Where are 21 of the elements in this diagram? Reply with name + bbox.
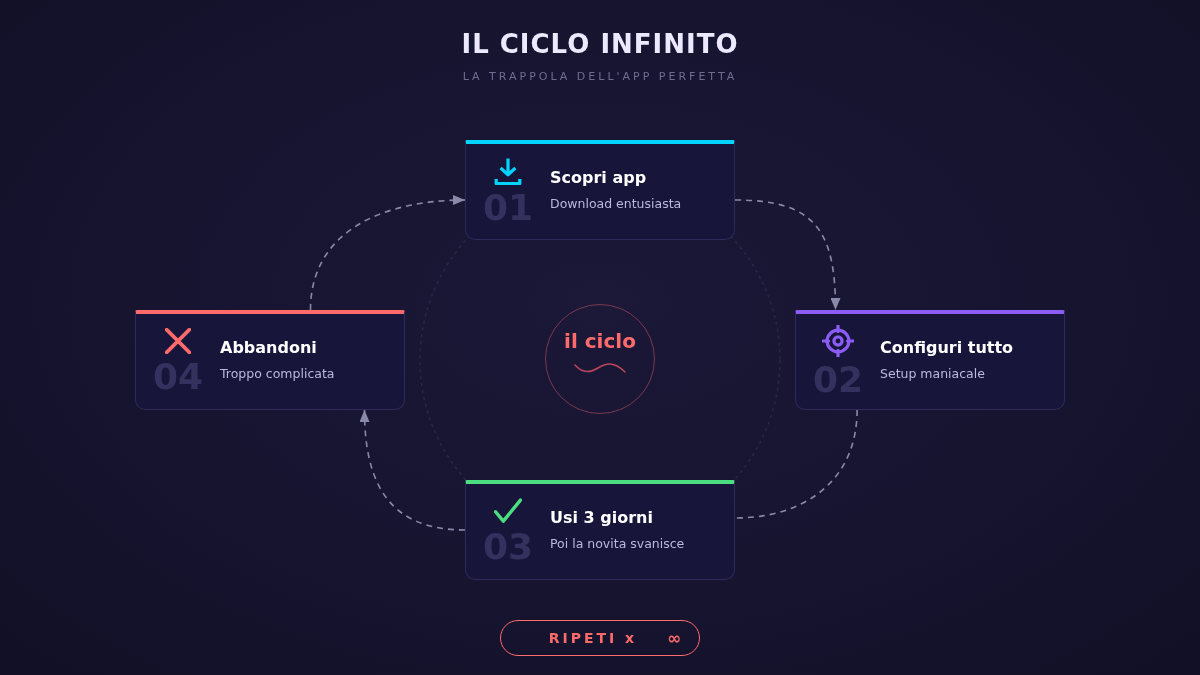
step-description: Download entusiasta — [550, 196, 682, 212]
infinity-sign: ∞ — [667, 628, 682, 648]
step-title: Abbandoni — [220, 338, 318, 358]
step-card — [465, 140, 735, 240]
center-label: il ciclo — [564, 329, 636, 353]
step-description: Troppo complicata — [220, 366, 335, 382]
step-card — [135, 310, 405, 410]
dashed-arrow — [309, 195, 466, 311]
dashed-connector — [734, 409, 858, 519]
step-description: Poi la novita svanisce — [550, 536, 685, 552]
dashed-arrow — [734, 199, 841, 311]
step-card — [795, 310, 1065, 410]
step-title: Scopri app — [550, 168, 648, 188]
step-description: Setup maniacale — [880, 366, 986, 382]
repeat-label: RIPETI x — [548, 629, 638, 648]
diagram-title: IL CICLO INFINITO — [461, 28, 739, 60]
subtitle: LA TRAPPOLA DELL'APP PERFETTA — [462, 70, 738, 84]
step-title: Usi 3 giorni — [550, 508, 654, 528]
dashed-arrow — [359, 409, 466, 531]
step-card — [465, 480, 735, 580]
step-title: Configuri tutto — [880, 338, 1014, 358]
